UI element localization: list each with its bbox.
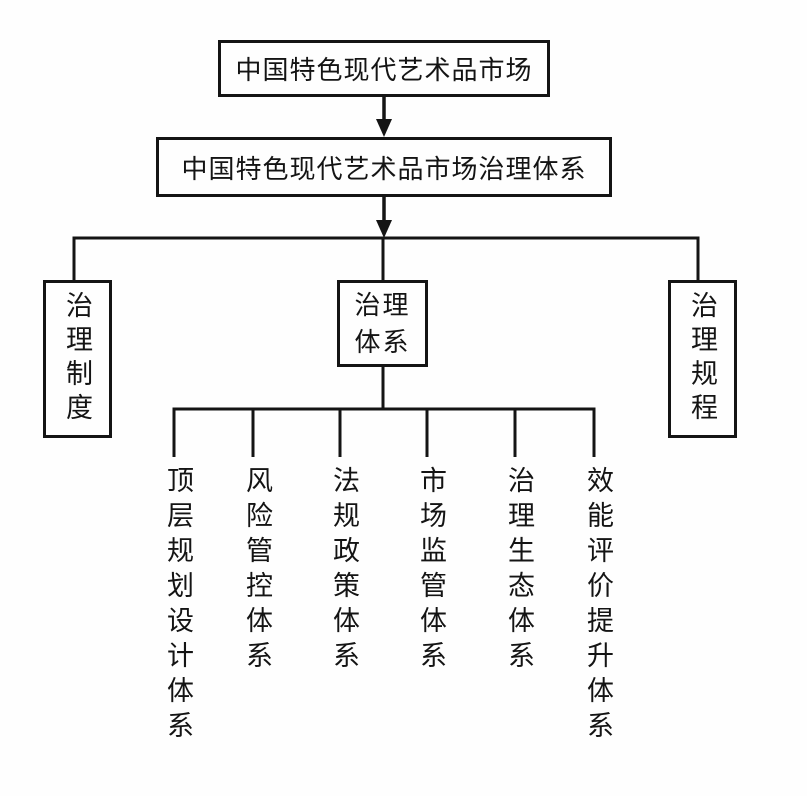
arrowhead-root-to-level2 [376,119,392,137]
subsystem-top-level-planning-design: 顶层规划设计体系 [163,466,193,746]
subsystem-governance-ecology: 治理生态体系 [504,466,534,676]
arrowhead-level2-to-rail [376,220,392,238]
node-governance-procedures: 治理规程 [668,280,737,438]
node-governance-system-label: 中国特色现代艺术品市场治理体系 [181,154,587,184]
subsystem-efficiency-evaluation-improvement: 效能评价提升体系 [583,466,613,746]
subsystem-laws-policies: 法规政策体系 [329,466,359,676]
node-root: 中国特色现代艺术品市场 [218,40,550,97]
node-governance-institutions-label: 治理制度 [62,291,92,427]
node-governance-structure-line2: 体系 [354,327,411,357]
node-governance-structure-line1: 治理 [354,290,411,320]
subsystem-rail [172,407,596,457]
subsystem-risk-management-control: 风险管控体系 [242,466,272,676]
branch-rail [72,236,700,280]
node-root-label: 中国特色现代艺术品市场 [235,56,533,85]
node-governance-structure: 治理 体系 [337,280,428,367]
node-governance-procedures-label: 治理规程 [687,291,717,427]
node-governance-system: 中国特色现代艺术品市场治理体系 [156,137,612,197]
subsystem-market-supervision: 市场监管体系 [416,466,446,676]
node-governance-institutions: 治理制度 [43,280,112,438]
